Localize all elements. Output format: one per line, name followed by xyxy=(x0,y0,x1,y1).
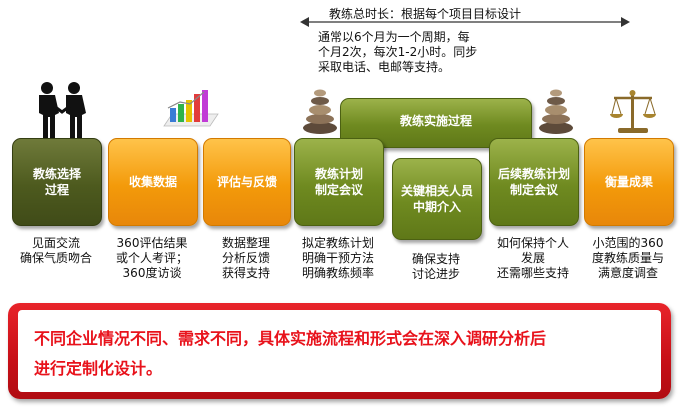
stacked-stones-icon xyxy=(539,89,573,134)
step-box-coach-selection: 教练选择过程 xyxy=(12,138,102,226)
step-desc-coaching-plan-meeting: 拟定教练计划 明确干预方法 明确教练频率 xyxy=(301,236,374,280)
step-desc-collect-data: 360评估结果 或个人考评； 360度访谈 xyxy=(115,236,188,280)
stacked-stones-icon xyxy=(303,89,337,134)
bar-chart-icon xyxy=(163,90,219,127)
timeline-double-arrow xyxy=(300,17,630,27)
timeline-label: 教练总时长：根据每个项目目标设计 xyxy=(328,7,521,21)
handshake-icon xyxy=(39,82,86,141)
step-desc-assess-feedback: 数据整理 分析反馈 获得支持 xyxy=(221,236,270,280)
step-desc-stakeholder-midterm: 确保支持 讨论进步 xyxy=(411,252,460,281)
step-box-followup-plan-meeting: 后续教练计划制定会议 xyxy=(489,138,579,226)
step-box-coaching-plan-meeting: 教练计划制定会议 xyxy=(294,138,384,226)
step-desc-coach-selection: 见面交流 确保气质吻合 xyxy=(19,236,92,265)
customization-banner: 不同企业情况不同、需求不同，具体实施流程和形式会在深入调研分析后 进行定制化设计… xyxy=(8,303,671,399)
step-box-measure-results: 衡量成果 xyxy=(584,138,674,226)
banner-text: 不同企业情况不同、需求不同，具体实施流程和形式会在深入调研分析后 进行定制化设计… xyxy=(18,310,661,392)
timeline-note: 通常以6个月为一个周期，每 个月2次，每次1-2小时。同步 采取电话、电邮等支持… xyxy=(318,30,478,74)
step-box-collect-data: 收集数据 xyxy=(108,138,198,226)
step-desc-measure-results: 小范围的360 度教练质量与 满意度调查 xyxy=(591,236,664,280)
step-box-assess-feedback: 评估与反馈 xyxy=(203,138,291,226)
step-desc-followup-plan-meeting: 如何保持个人 发展 还需哪些支持 xyxy=(496,236,569,280)
step-box-stakeholder-midterm: 关键相关人员中期介入 xyxy=(392,158,482,240)
balance-scale-icon xyxy=(610,90,656,133)
